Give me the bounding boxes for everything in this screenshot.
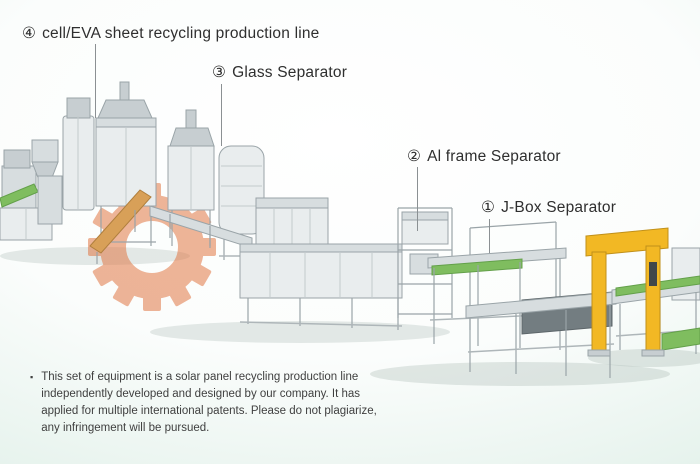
note-lines: This set of equipment is a solar panel r…	[41, 369, 377, 437]
label-number-3: ③	[212, 64, 227, 81]
label-cell-eva-line: ④ cell/EVA sheet recycling production lin…	[22, 24, 320, 43]
label-al-frame-separator: ② Al frame Separator	[407, 147, 561, 166]
gantry-frame	[585, 227, 669, 357]
leader-line-al-frame	[417, 167, 418, 231]
label-j-box-separator: ① J-Box Separator	[481, 198, 616, 217]
label-number-1: ①	[481, 199, 496, 216]
label-text-glass: Glass Separator	[232, 64, 348, 81]
label-number-4: ④	[22, 25, 37, 42]
note-line: independently developed and designed by …	[41, 388, 361, 400]
cell-eva-line-machines	[0, 81, 157, 264]
ground-shadows	[0, 247, 700, 386]
note-line: This set of equipment is a solar panel r…	[41, 371, 359, 383]
disclaimer-note: ▪ This set of equipment is a solar panel…	[30, 369, 377, 437]
note-line: applied for multiple international paten…	[41, 405, 377, 417]
leader-line-cell-eva	[95, 44, 96, 118]
j-box-separator-machines	[427, 221, 617, 378]
label-number-2: ②	[407, 148, 422, 165]
note-line: any infringement will be pursued.	[41, 422, 210, 434]
glass-separator-machines	[167, 109, 265, 260]
label-text-cell-eva: cell/EVA sheet recycling production line	[42, 25, 320, 42]
leader-line-glass	[221, 84, 222, 146]
label-text-j-box: J-Box Separator	[501, 199, 617, 216]
leader-line-j-box	[489, 219, 490, 253]
gantry-panel	[649, 262, 657, 286]
center-conveyor-machines	[149, 197, 403, 330]
note-bullet: ▪	[30, 372, 34, 382]
label-glass-separator: ③ Glass Separator	[212, 63, 347, 82]
label-text-al-frame: Al frame Separator	[427, 148, 561, 165]
